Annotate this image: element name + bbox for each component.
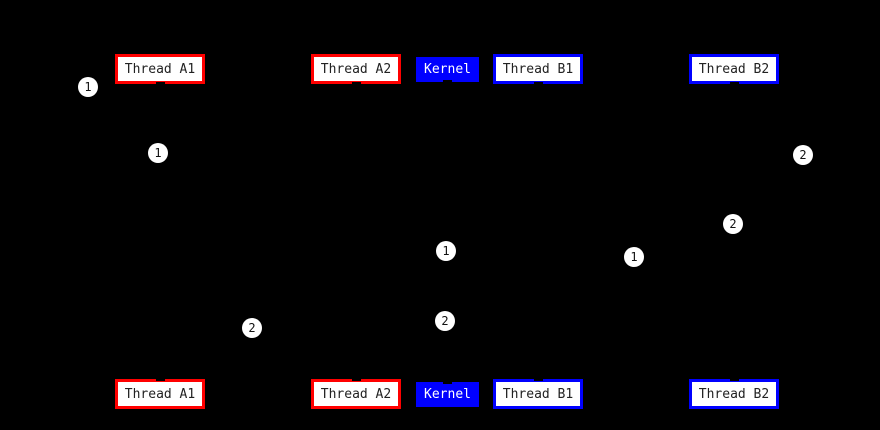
actor-box-thread-a2-top: Thread A2 bbox=[311, 54, 401, 84]
actor-box-thread-b1-bottom: Thread B1 bbox=[493, 379, 583, 409]
lifeline-tick-thread-a1-bottom bbox=[156, 375, 165, 381]
sequence-marker-1: 1 bbox=[148, 143, 168, 163]
actor-box-kernel-bottom: Kernel bbox=[416, 382, 479, 407]
lifeline-tick-thread-b1-top bbox=[534, 82, 543, 88]
actor-box-thread-a1-bottom: Thread A1 bbox=[115, 379, 205, 409]
sequence-marker-1: 1 bbox=[624, 247, 644, 267]
lifeline-tick-thread-b2-top bbox=[730, 82, 739, 88]
lifeline-tick-thread-b2-bottom bbox=[730, 375, 739, 381]
sequence-marker-2: 2 bbox=[242, 318, 262, 338]
sequence-marker-2: 2 bbox=[793, 145, 813, 165]
actor-box-thread-b2-bottom: Thread B2 bbox=[689, 379, 779, 409]
lifeline-tick-kernel-bottom bbox=[443, 378, 452, 384]
actor-box-kernel-top: Kernel bbox=[416, 57, 479, 82]
actor-box-thread-b2-top: Thread B2 bbox=[689, 54, 779, 84]
lifeline-tick-thread-a2-top bbox=[352, 82, 361, 88]
lifeline-tick-thread-b1-bottom bbox=[534, 375, 543, 381]
actor-box-thread-a1-top: Thread A1 bbox=[115, 54, 205, 84]
lifeline-tick-thread-a1-top bbox=[156, 82, 165, 88]
sequence-marker-1: 1 bbox=[78, 77, 98, 97]
sequence-marker-1: 1 bbox=[436, 241, 456, 261]
lifeline-tick-thread-a2-bottom bbox=[352, 375, 361, 381]
actor-box-thread-b1-top: Thread B1 bbox=[493, 54, 583, 84]
actor-box-thread-a2-bottom: Thread A2 bbox=[311, 379, 401, 409]
lifeline-tick-kernel-top bbox=[443, 80, 452, 86]
sequence-marker-2: 2 bbox=[723, 214, 743, 234]
sequence-marker-2: 2 bbox=[435, 311, 455, 331]
